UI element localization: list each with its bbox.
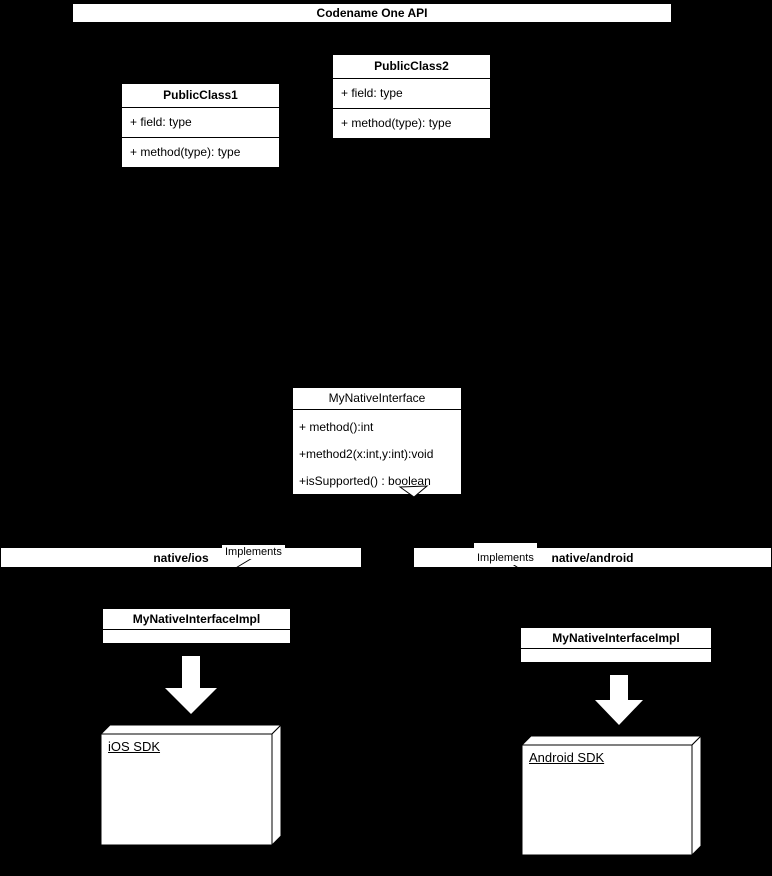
impl-class-title: MyNativeInterfaceImpl	[521, 628, 711, 649]
down-arrow-ios	[165, 656, 217, 714]
interface-box-mynativeinterface: MyNativeInterface + method():int +method…	[292, 387, 462, 495]
interface-method: +isSupported() : boolean	[299, 474, 431, 488]
impl-class-ios: MyNativeInterfaceImpl	[102, 608, 291, 644]
implements-label-android: Implements	[474, 543, 537, 565]
class-member-method: + method(type): type	[130, 145, 241, 159]
api-header-bar: Codename One API	[72, 3, 672, 23]
impl-class-android: MyNativeInterfaceImpl	[520, 627, 712, 663]
android-platform-label: native/android	[551, 551, 634, 565]
interface-methods: + method():int +method2(x:int,y:int):voi…	[293, 410, 461, 495]
ios-platform-label: native/ios	[153, 551, 209, 565]
class-title: PublicClass2	[333, 55, 490, 79]
ios-platform-bar: native/ios	[0, 547, 362, 568]
class-member-field: + field: type	[122, 108, 279, 138]
impl-class-title: MyNativeInterfaceImpl	[103, 609, 290, 630]
sdk-label-android: Android SDK	[529, 750, 605, 765]
sdk-label-ios: iOS SDK	[108, 739, 161, 754]
class-title: PublicClass1	[122, 84, 279, 108]
class-box-publicclass2: PublicClass2 + field: type + method(type…	[332, 54, 491, 139]
class-member-field: + field: type	[333, 79, 490, 109]
implements-label-ios: Implements	[222, 545, 285, 559]
android-platform-bar: native/android	[413, 547, 772, 568]
impl-class-empty-compartment	[521, 649, 711, 661]
impl-class-empty-compartment	[103, 630, 290, 642]
class-box-publicclass1: PublicClass1 + field: type + method(type…	[121, 83, 280, 168]
class-member-method: + method(type): type	[341, 116, 452, 130]
api-header-title: Codename One API	[316, 6, 428, 20]
interface-method: + method():int	[299, 420, 374, 434]
interface-title: MyNativeInterface	[293, 388, 461, 410]
down-arrow-android	[595, 675, 643, 725]
interface-method: +method2(x:int,y:int):void	[299, 447, 434, 461]
